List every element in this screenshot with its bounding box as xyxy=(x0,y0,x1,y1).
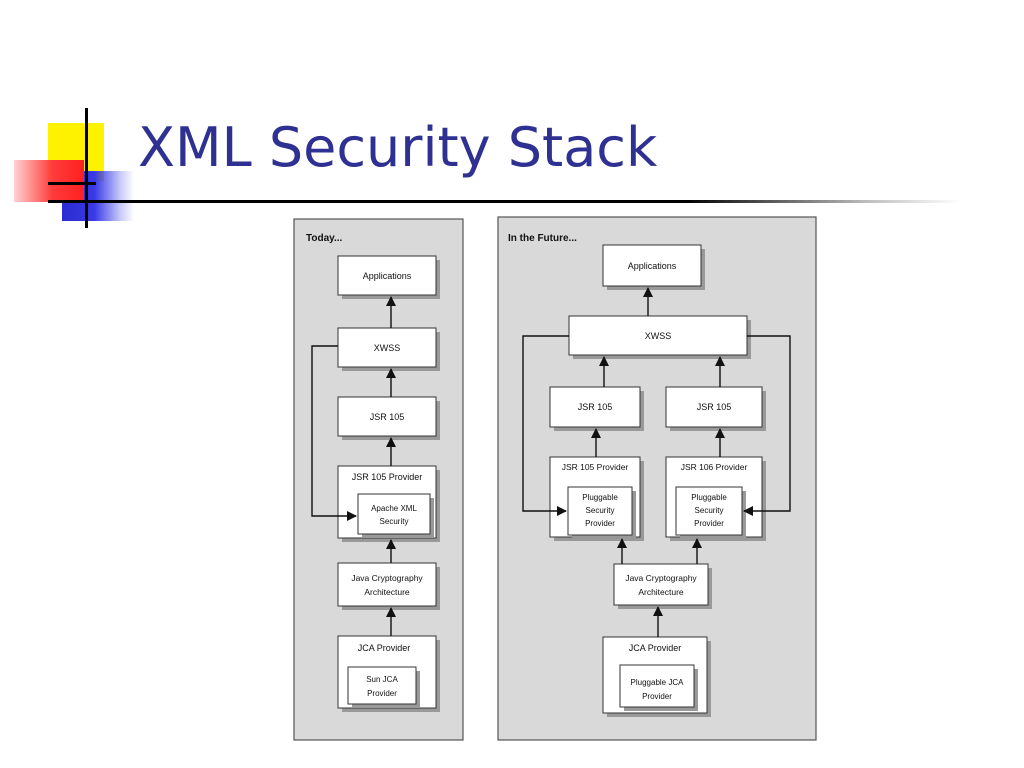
future-pluggable-right-label-2: Security xyxy=(695,506,724,515)
today-xwss-box: XWSS xyxy=(337,327,440,371)
future-pluggable-right-label-3: Provider xyxy=(694,519,724,528)
title-decoration-horizontal-line xyxy=(48,182,96,185)
title-decoration-vertical-line xyxy=(85,108,88,228)
future-arrow-xwss-to-pluggable-left xyxy=(522,335,569,516)
future-jsr105-left-box: JSR 105 xyxy=(549,386,644,431)
today-jsr105-label: JSR 105 xyxy=(370,412,405,422)
today-applications-label: Applications xyxy=(363,271,412,281)
future-pluggable-left-label-1: Pluggable xyxy=(582,493,618,502)
panel-today-title: Today... xyxy=(306,233,343,244)
future-provider-left-label: JSR 105 Provider xyxy=(562,462,629,472)
future-applications-label: Applications xyxy=(628,261,677,271)
future-jsr105-right-box: JSR 105 xyxy=(665,386,766,431)
today-arrow-xwss-to-apache xyxy=(311,345,357,521)
future-provider-right-label: JSR 106 Provider xyxy=(681,462,748,472)
panel-future: In the Future... Applications XWSS JSR 1… xyxy=(497,216,817,741)
today-jca-box: Java Cryptography Architecture xyxy=(337,562,440,610)
future-jca-provider-label: JCA Provider xyxy=(629,643,682,653)
today-jca-provider-box: JCA Provider Sun JCA Provider xyxy=(337,635,440,712)
today-jsr105-box: JSR 105 xyxy=(337,396,440,440)
title-underline xyxy=(48,200,960,203)
future-xwss-label: XWSS xyxy=(645,331,672,341)
future-jsr105-right-label: JSR 105 xyxy=(697,402,732,412)
future-provider-left-box: JSR 105 Provider Pluggable Security Prov… xyxy=(549,456,644,541)
future-xwss-box: XWSS xyxy=(568,315,751,359)
today-apache-label-1: Apache XML xyxy=(371,504,417,513)
future-applications-box: Applications xyxy=(602,244,705,290)
today-sun-label-2: Provider xyxy=(367,689,397,698)
today-jca-provider-label: JCA Provider xyxy=(358,643,411,653)
today-jca-label-1: Java Cryptography xyxy=(351,573,423,583)
future-jca-provider-box: JCA Provider Pluggable JCA Provider xyxy=(602,636,711,717)
panel-future-title: In the Future... xyxy=(508,233,577,244)
future-pluggable-right-label-1: Pluggable xyxy=(691,493,727,502)
today-applications-box: Applications xyxy=(337,255,440,299)
today-apache-label-2: Security xyxy=(380,517,409,526)
today-jca-label-2: Architecture xyxy=(364,587,410,597)
future-jca-label-1: Java Cryptography xyxy=(625,573,697,583)
future-pluggable-left-label-2: Security xyxy=(586,506,615,515)
today-xwss-label: XWSS xyxy=(374,343,401,353)
future-jca-box: Java Cryptography Architecture xyxy=(613,563,712,609)
future-pjca-label-2: Provider xyxy=(642,692,672,701)
today-sun-label-1: Sun JCA xyxy=(366,675,398,684)
today-jsr105-provider-box: JSR 105 Provider Apache XML Security xyxy=(337,465,440,542)
slide-title: XML Security Stack xyxy=(138,116,658,179)
future-jsr105-left-label: JSR 105 xyxy=(578,402,613,412)
today-jsr105-provider-label: JSR 105 Provider xyxy=(352,472,423,482)
future-pluggable-left-label-3: Provider xyxy=(585,519,615,528)
future-pjca-label-1: Pluggable JCA xyxy=(631,678,685,687)
future-provider-right-box: JSR 106 Provider Pluggable Security Prov… xyxy=(665,456,766,541)
future-jca-label-2: Architecture xyxy=(638,587,684,597)
title-decoration-red-square xyxy=(14,160,84,202)
panel-today: Today... Applications XWSS JSR 105 JSR 1… xyxy=(293,218,464,741)
future-arrow-xwss-to-pluggable-right xyxy=(743,335,791,516)
